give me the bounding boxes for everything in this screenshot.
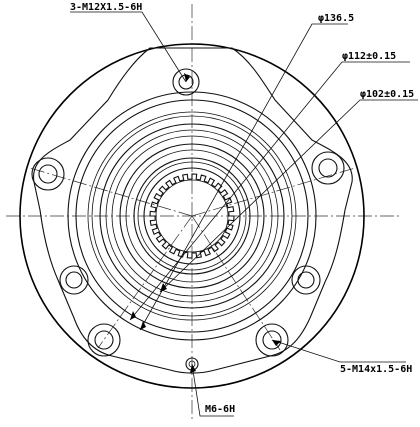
center-lines [6,4,400,420]
bolt-axis-lower-right [191,215,281,351]
splined-bore [149,173,235,259]
bolt-hole-mid-right [291,265,321,295]
bolt-hole-bottom-right [255,323,289,357]
bolt-hole-mid-left [59,265,89,295]
leader-lines [70,11,418,417]
arrow-heads [130,73,281,373]
hub-rings [67,91,317,341]
bolt-hole-left [31,157,65,191]
label-dia-102: φ102±0.15 [360,89,414,100]
spline-root-circle [155,179,229,253]
label-m6-thread: M6-6H [205,404,235,415]
label-3-m12-thread: 3-M12X1.5-6H [70,2,142,13]
label-5-m14-thread: 5-M14x1.5-6H [340,364,412,375]
label-dia-112: φ112±0.15 [342,51,396,62]
flange-body-outline [33,47,353,374]
bolt-hole-right [311,151,345,185]
bolt-axis-lower-left [97,215,193,349]
bolt-hole-bottom-left [87,323,121,357]
outer-flange-circle [19,43,365,389]
bolt-axis-right [191,167,356,217]
label-dia-136-5: φ136.5 [318,13,354,24]
